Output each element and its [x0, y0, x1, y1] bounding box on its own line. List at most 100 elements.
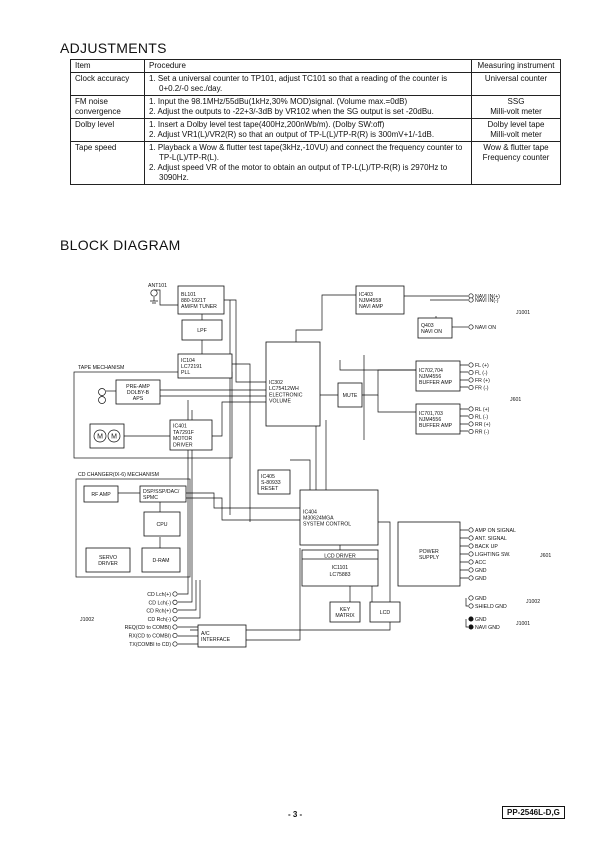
rf-amp-block — [83, 485, 119, 503]
tuner-block-label: AM/FM TUNER — [181, 304, 217, 310]
adjustments-table: Item Procedure Measuring instrument Cloc… — [70, 59, 561, 185]
cpu-block-label: CPU — [157, 522, 168, 528]
key-matrix-block — [329, 601, 361, 623]
buffer-amp-front-block-label: BUFFER AMP — [419, 380, 453, 386]
cd-audio-pin-label: CD Rch(-) — [148, 617, 172, 623]
motor-icon — [107, 429, 121, 443]
tuner-block — [177, 285, 225, 315]
power-supply-block — [397, 521, 461, 587]
power-pin-label: GND — [475, 568, 487, 574]
lcd-driver-ic-label: LC75883 — [329, 572, 350, 578]
pll-block-label: IC104 — [181, 358, 195, 364]
connector-pin — [468, 624, 474, 630]
ac-interface-block-label: INTERFACE — [201, 637, 231, 643]
connector-pin — [172, 632, 178, 639]
buffer-amp-rear-block — [415, 403, 461, 435]
cell-instrument-line: Wow & flutter tape — [483, 143, 549, 152]
page-number: - 3 - — [288, 810, 303, 819]
lcd-driver-title: LCD DRIVER — [324, 554, 356, 560]
power-pin-label: LIGHTING SW. — [475, 552, 510, 558]
electronic-volume-block-label: IC302 — [269, 380, 283, 386]
tuner-block-label: 880-1921T — [181, 298, 207, 304]
electronic-volume-block-label: VOLUME — [269, 399, 291, 405]
connector-pin — [468, 428, 474, 435]
power-pin-label: ACC — [475, 560, 486, 566]
pll-block — [177, 353, 233, 379]
j1002-left-connector-label: J1002 — [80, 617, 94, 623]
dsp-block-label: SPMC — [143, 495, 158, 501]
motor-label: M — [97, 434, 103, 441]
antenna-label: ANT101 — [148, 283, 167, 289]
cell-item-line: Clock accuracy — [75, 74, 130, 83]
connector-pin — [468, 406, 474, 412]
cell-procedure: 1. Set a universal counter to TP101, adj… — [144, 72, 472, 96]
navi-gnd-pin-label: NAVI GND — [475, 625, 500, 631]
system-control-block-label: SYSTEM CONTROL — [303, 522, 351, 528]
dsp-block — [139, 485, 187, 503]
tape-head-icon — [98, 388, 106, 396]
dram-block — [141, 547, 181, 573]
system-control-block-label: IC404 — [303, 509, 317, 515]
pll-block-label: LC72191 — [181, 364, 202, 370]
preamp-block-label: DOLBY-B — [127, 390, 150, 396]
front-speaker-pin-label: FL (-) — [475, 371, 488, 377]
connector-pin — [468, 551, 474, 557]
servo-driver-block — [85, 547, 131, 573]
shield-gnd-pin-label: SHIELD GND — [475, 604, 507, 610]
connector-pin — [468, 603, 474, 609]
cell-procedure-line: 2. Adjust speed VR of the motor to obtai… — [149, 163, 448, 182]
dram-block-label: D-RAM — [152, 558, 169, 564]
connector-pin — [468, 616, 474, 622]
cd-audio-pin-label: CD Lch(-) — [149, 600, 172, 606]
navi-amp-block-label: IC403 — [359, 292, 373, 298]
front-speaker-pin-label: FL (+) — [475, 363, 489, 369]
connector-pin — [468, 567, 474, 573]
tuner-block-label: BL101 — [181, 292, 196, 298]
power-pin-label: ANT. SIGNAL — [475, 536, 507, 542]
lcd-driver-ic-label: IC1101 — [332, 565, 348, 571]
front-speaker-pin-label: FR (+) — [475, 378, 490, 384]
rear-speaker-pin-label: RL (-) — [475, 415, 488, 421]
cell-procedure-line: 1. Playback a Wow & flutter test tape(3k… — [149, 143, 463, 162]
j601-connector-label: J601 — [510, 397, 521, 403]
connector-pin — [468, 324, 474, 330]
cd-audio-pin-label: CD Lch(+) — [147, 592, 171, 598]
connector-pin — [468, 543, 474, 549]
antenna-icon — [150, 289, 158, 297]
cell-instrument-line: Milli-volt meter — [490, 130, 542, 139]
document-reference: PP-2546L-D,G — [502, 806, 565, 819]
cpu-block — [143, 511, 181, 537]
rear-speaker-pin-label: RL (+) — [475, 407, 490, 413]
connector-pin — [468, 377, 474, 383]
motor-group — [89, 423, 125, 449]
connector-pin — [468, 369, 474, 376]
connector-pin — [172, 641, 178, 647]
j1002-right-connector-label: J1002 — [526, 599, 540, 605]
mute-block-label: MUTE — [343, 393, 358, 399]
connector-pin — [468, 535, 474, 541]
navi-pin-label: NAVI IN(-) — [475, 298, 499, 304]
lpf-block — [181, 319, 223, 341]
j1001-connector-label: J1001 — [516, 310, 530, 316]
navi-gnd-pin-label: GND — [475, 617, 487, 623]
cell-instrument-line: Universal counter — [484, 74, 548, 83]
cell-instrument-line: Dolby level tape — [487, 120, 545, 129]
navi-on-block — [417, 317, 453, 339]
key-matrix-block-label: MATRIX — [335, 613, 355, 619]
connector-pin — [172, 608, 178, 614]
block-diagram-heading: BLOCK DIAGRAM — [60, 237, 181, 253]
connector-pin — [468, 362, 474, 368]
reset-block — [257, 469, 291, 495]
motor-icon — [93, 429, 107, 443]
cell-item: Tape speed — [70, 141, 145, 185]
cell-item: Dolby level — [70, 118, 145, 142]
electronic-volume-block-label: ELECTRONIC — [269, 392, 303, 398]
cell-item-line: FM noise — [75, 97, 108, 106]
cd-control-pin-label: REQ(CD to COMBI) — [125, 625, 172, 631]
j1001-bottom-connector-label: J1001 — [516, 621, 530, 627]
table-header-row: Item Procedure Measuring instrument — [70, 59, 561, 73]
